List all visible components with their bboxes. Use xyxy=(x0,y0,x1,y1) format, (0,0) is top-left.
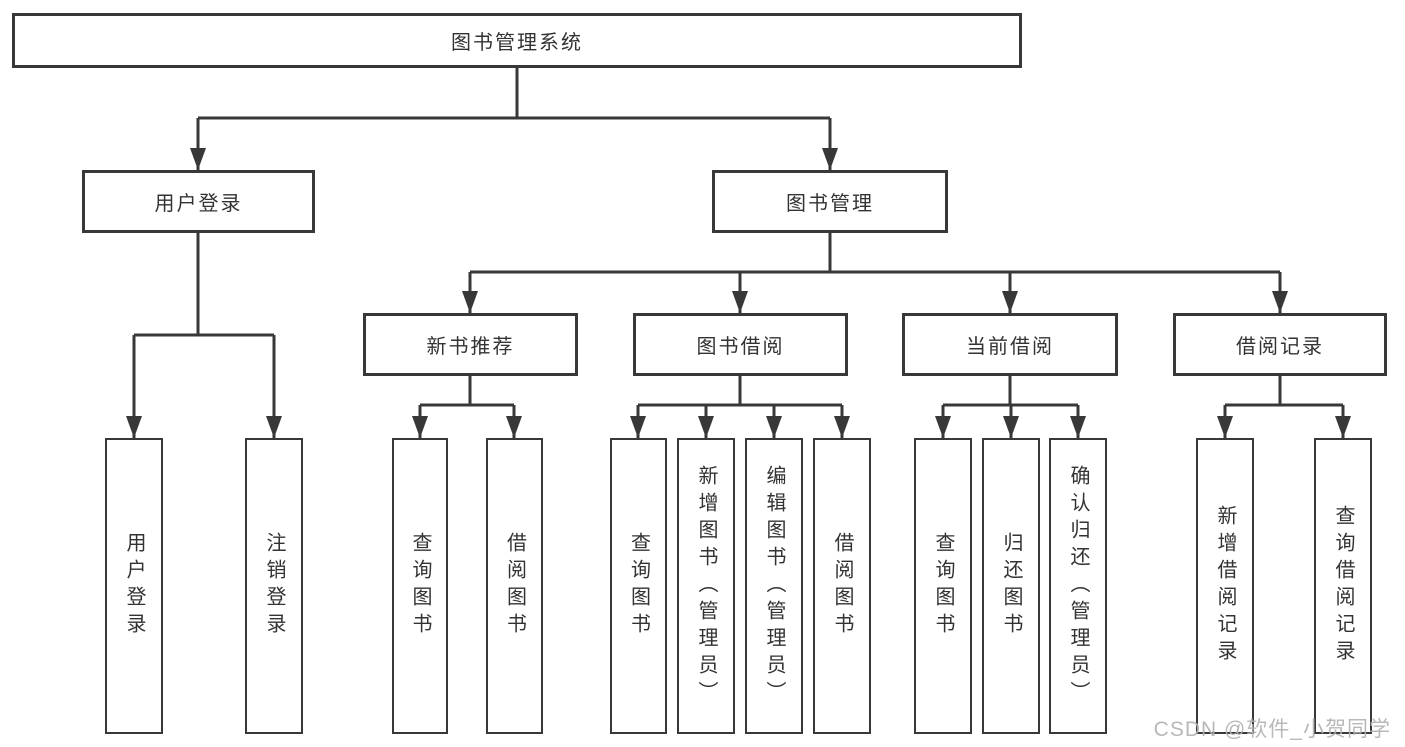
leaf-edit-book-admin-label: 编辑图书（管理员） xyxy=(763,464,785,708)
node-book-management: 图书管理 xyxy=(712,170,948,233)
leaf-borrow-books-1: 借阅图书 xyxy=(486,438,543,734)
edge-user-login-stem xyxy=(134,231,274,337)
node-book-borrow-label: 图书借阅 xyxy=(696,336,785,358)
leaf-query-borrow-record-label: 查询借阅记录 xyxy=(1332,505,1354,667)
leaf-logout: 注销登录 xyxy=(245,438,303,734)
node-new-book-recommend-label: 新书推荐 xyxy=(426,336,515,358)
node-current-borrow-label: 当前借阅 xyxy=(966,336,1054,358)
leaf-return-book: 归还图书 xyxy=(982,438,1040,734)
edge-current-borrow-stem xyxy=(943,374,1078,407)
node-borrow-records: 借阅记录 xyxy=(1173,313,1387,376)
leaf-user-login: 用户登录 xyxy=(105,438,163,734)
node-user-login: 用户登录 xyxy=(82,170,315,233)
node-book-borrow: 图书借阅 xyxy=(633,313,848,376)
leaf-query-books-3: 查询图书 xyxy=(914,438,972,734)
leaf-confirm-return-admin: 确认归还（管理员） xyxy=(1049,438,1107,734)
leaf-query-books-1-label: 查询图书 xyxy=(409,532,431,640)
leaf-borrow-books-2-label: 借阅图书 xyxy=(831,532,853,640)
node-borrow-records-label: 借阅记录 xyxy=(1236,336,1324,358)
leaf-edit-book-admin: 编辑图书（管理员） xyxy=(745,438,803,734)
leaf-logout-label: 注销登录 xyxy=(263,532,285,640)
leaf-return-book-label: 归还图书 xyxy=(1000,532,1022,640)
leaf-query-books-1: 查询图书 xyxy=(392,438,448,734)
edge-new-book-recommend-stem xyxy=(420,374,514,407)
edge-book-management-stem xyxy=(470,231,1280,274)
leaf-borrow-books-1-label: 借阅图书 xyxy=(503,532,526,640)
edge-book-borrow-stem xyxy=(638,374,842,407)
node-new-book-recommend: 新书推荐 xyxy=(363,313,578,376)
leaf-query-books-2: 查询图书 xyxy=(610,438,667,734)
edge-root-stem xyxy=(198,66,830,120)
leaf-add-borrow-record-label: 新增借阅记录 xyxy=(1214,505,1236,667)
node-root: 图书管理系统 xyxy=(12,13,1022,68)
leaf-add-borrow-record: 新增借阅记录 xyxy=(1196,438,1254,734)
edge-borrow-records-stem xyxy=(1225,374,1343,407)
node-user-login-label: 用户登录 xyxy=(154,193,243,215)
leaf-add-book-admin-label: 新增图书（管理员） xyxy=(695,464,717,708)
leaf-borrow-books-2: 借阅图书 xyxy=(813,438,871,734)
leaf-query-books-2-label: 查询图书 xyxy=(627,532,650,640)
leaf-query-borrow-record: 查询借阅记录 xyxy=(1314,438,1372,734)
leaf-query-books-3-label: 查询图书 xyxy=(932,532,954,640)
leaf-user-login-label: 用户登录 xyxy=(123,532,145,640)
leaf-add-book-admin: 新增图书（管理员） xyxy=(677,438,735,734)
node-current-borrow: 当前借阅 xyxy=(902,313,1118,376)
leaf-confirm-return-admin-label: 确认归还（管理员） xyxy=(1067,464,1089,708)
watermark: CSDN @软件_小贺同学 xyxy=(1153,718,1391,741)
node-root-label: 图书管理系统 xyxy=(451,32,583,54)
node-book-management-label: 图书管理 xyxy=(786,193,874,215)
